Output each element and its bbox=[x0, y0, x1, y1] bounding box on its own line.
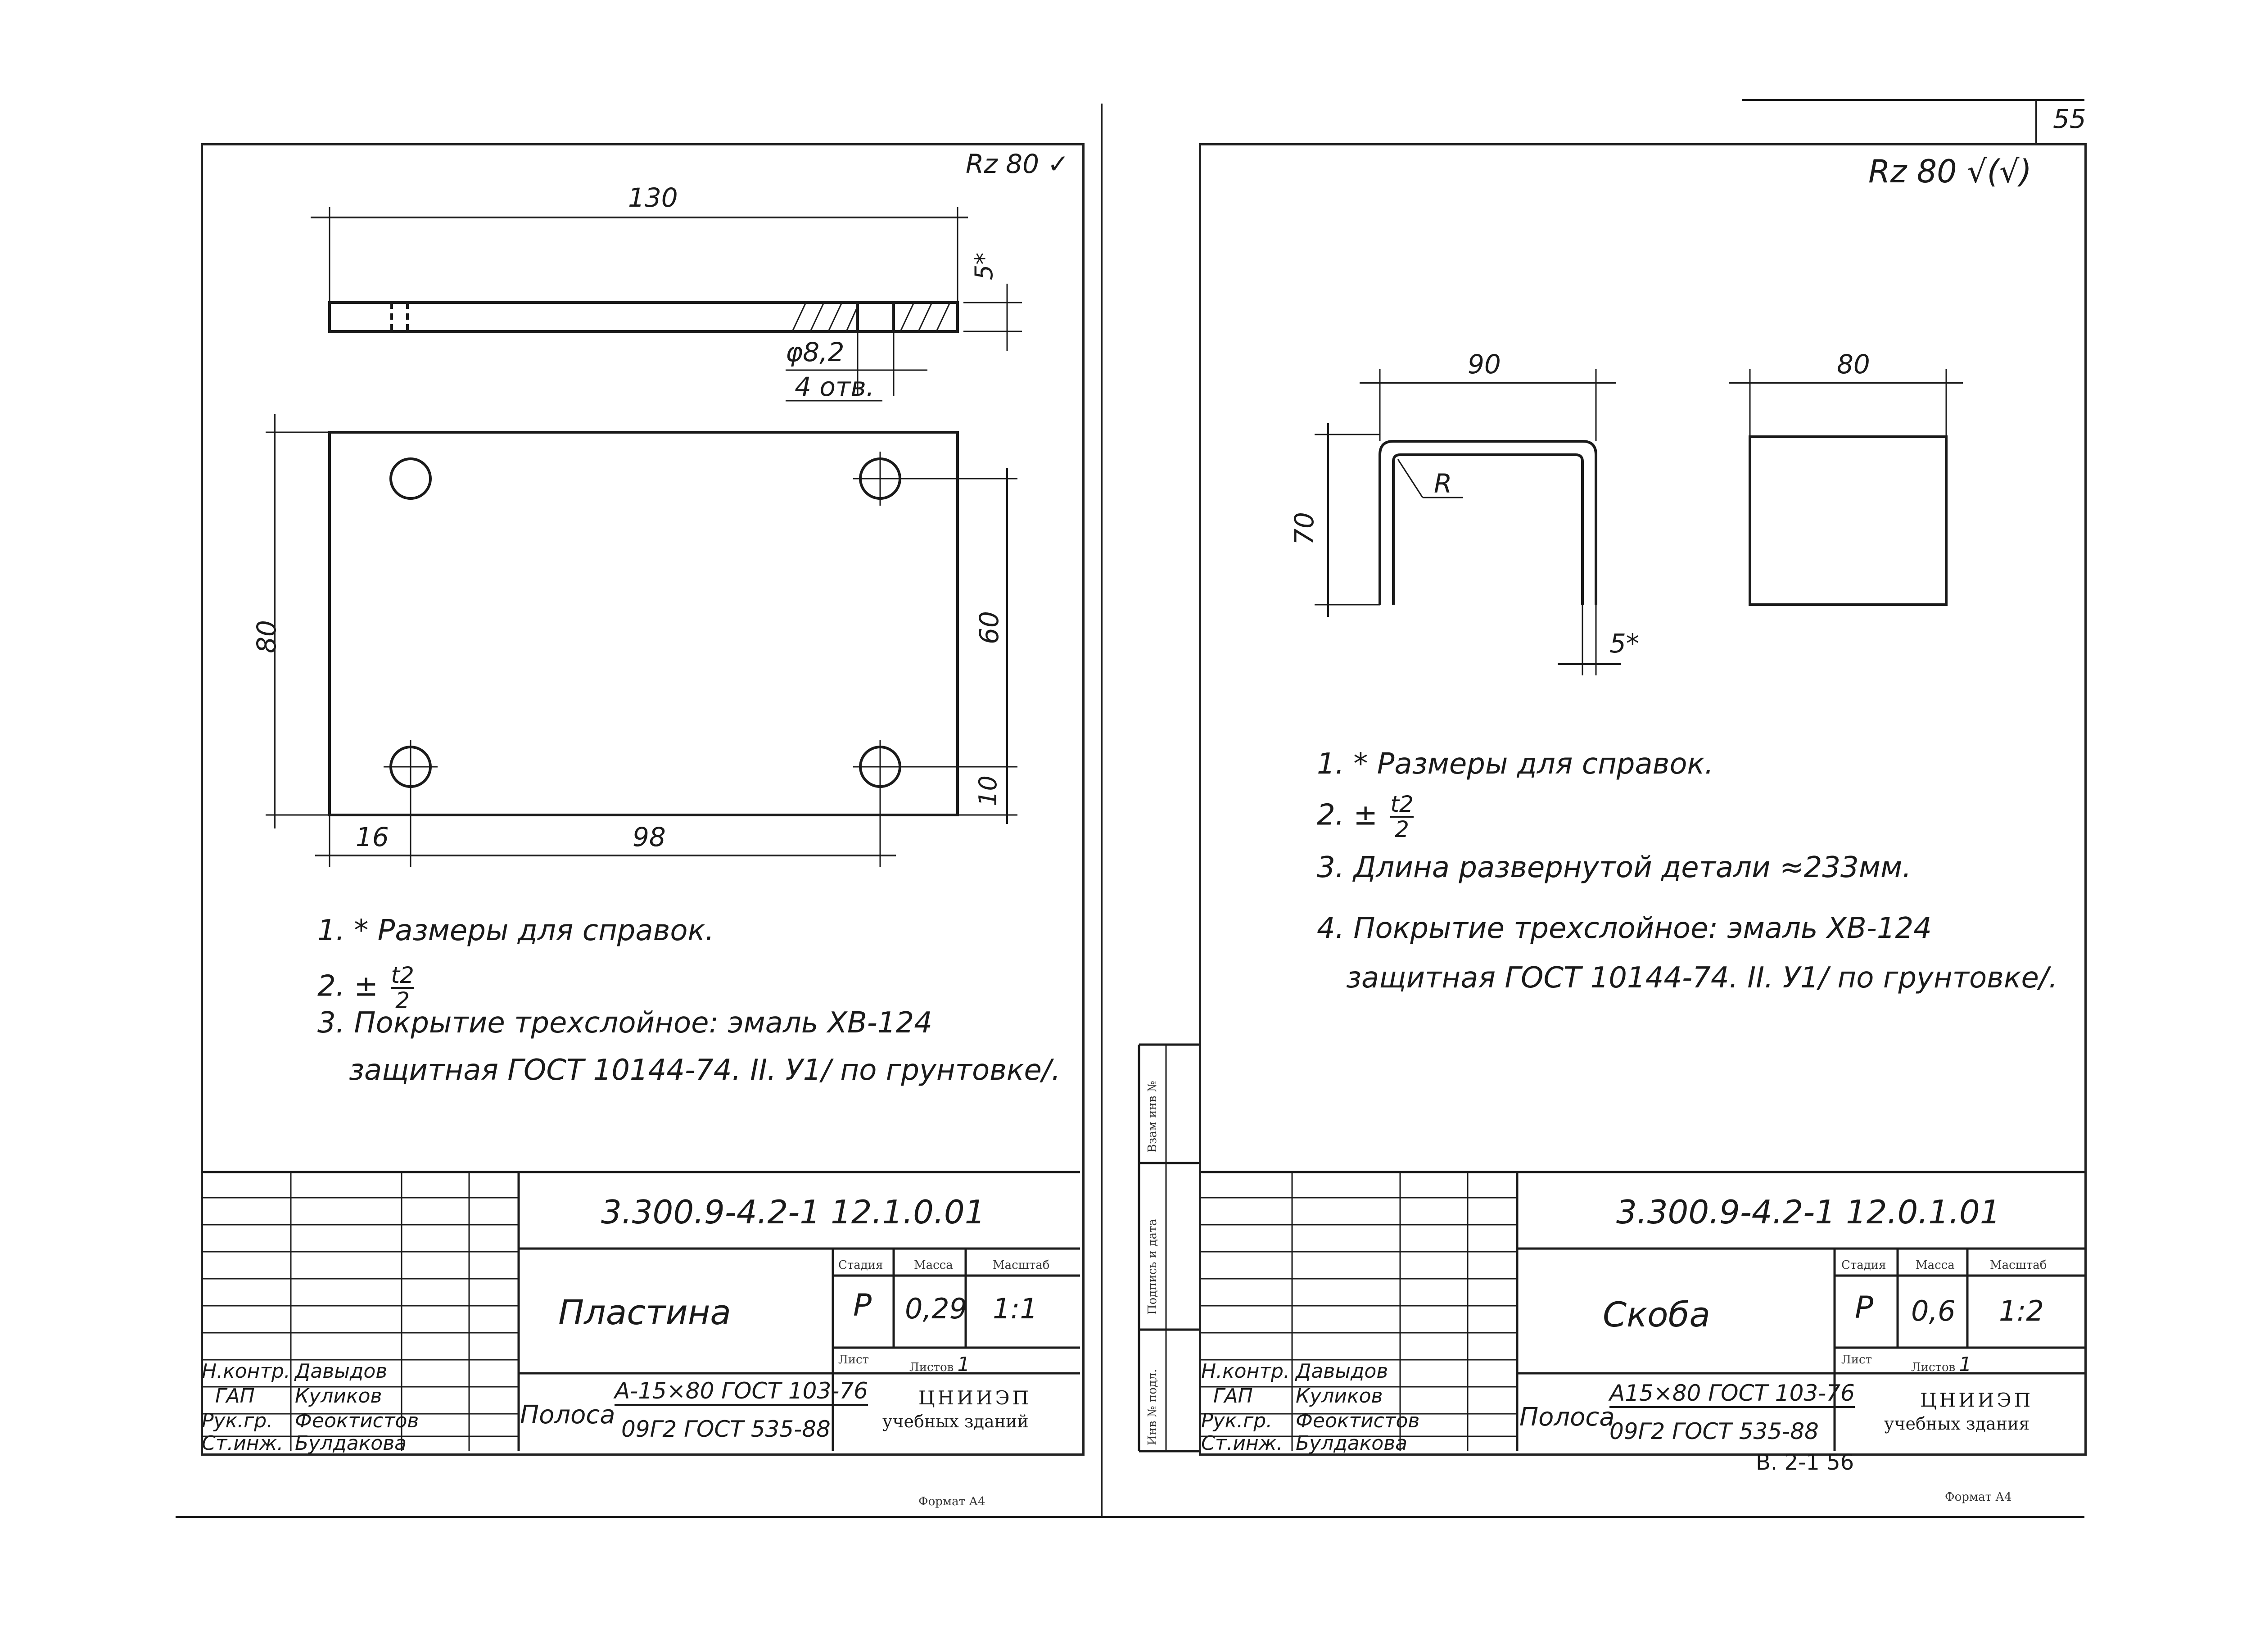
side-label-signature-date: Подпись и дата bbox=[1146, 1219, 1159, 1315]
left-stage-label: Стадия bbox=[838, 1258, 883, 1272]
right-note-3: 3. Длина развернутой детали ≈233мм. bbox=[1317, 851, 1912, 884]
left-title-block-lines bbox=[201, 1171, 1080, 1451]
left-dim-hole-dia: φ8,2 bbox=[786, 337, 845, 367]
right-note-1: 1. * Размеры для справок. bbox=[1317, 747, 1714, 781]
right-stage: Р bbox=[1855, 1290, 1874, 1326]
left-org-sub: учебных зданий bbox=[882, 1412, 1029, 1431]
left-doc-code: 3.300.9-4.2-1 12.1.0.01 bbox=[601, 1193, 985, 1231]
right-name-4: Булдакова bbox=[1296, 1432, 1408, 1455]
right-tol-num: t2 bbox=[1390, 791, 1414, 818]
right-bottom-ref: В. 2-1 56 bbox=[1756, 1450, 1854, 1475]
right-role-4: Ст.инж. bbox=[1201, 1432, 1283, 1455]
right-role-1: Н.контр. bbox=[1201, 1360, 1290, 1383]
right-sheets-count: 1 bbox=[1959, 1353, 1972, 1376]
right-sheets-label: Листов 1 bbox=[1911, 1353, 1972, 1376]
left-dim-edge-v: 10 bbox=[973, 775, 1002, 806]
left-stage: Р bbox=[853, 1288, 872, 1323]
left-dim-length: 130 bbox=[628, 182, 678, 213]
left-dim-hole-spacing-v: 60 bbox=[973, 611, 1004, 644]
left-name-3: Феоктистов bbox=[295, 1409, 419, 1432]
right-note-4: 4. Покрытие трехслойное: эмаль ХВ-124 bbox=[1317, 912, 1932, 945]
right-material-bottom: 09Г2 ГОСТ 535-88 bbox=[1609, 1418, 1819, 1444]
left-dim-hole-spacing-h: 98 bbox=[633, 822, 666, 852]
left-material-bottom: 09Г2 ГОСТ 535-88 bbox=[621, 1416, 831, 1442]
left-sheets-count: 1 bbox=[957, 1353, 970, 1376]
left-format: Формат А4 bbox=[918, 1495, 985, 1508]
left-role-3: Рук.гр. bbox=[202, 1409, 273, 1432]
left-dim-hole-count: 4 отв. bbox=[795, 371, 875, 402]
right-org-sub: учебных здания bbox=[1884, 1414, 2030, 1434]
right-title-block-lines bbox=[1138, 1043, 2084, 1453]
left-sheets-label: Листов 1 bbox=[909, 1353, 970, 1376]
right-name-3: Феоктистов bbox=[1296, 1409, 1420, 1432]
right-role-2: ГАП bbox=[1213, 1385, 1253, 1408]
side-label-orig-inv: Инв № подл. bbox=[1146, 1369, 1159, 1445]
right-sheet-label: Лист bbox=[1841, 1353, 1872, 1367]
left-scale: 1:1 bbox=[993, 1292, 1038, 1325]
right-doc-code: 3.300.9-4.2-1 12.0.1.01 bbox=[1616, 1193, 2001, 1231]
right-name-2: Куликов bbox=[1296, 1385, 1383, 1408]
left-name-4: Булдакова bbox=[295, 1432, 407, 1455]
right-scale: 1:2 bbox=[1999, 1294, 2044, 1327]
right-sheet-frame bbox=[1199, 143, 2087, 1456]
right-scale-label: Масштаб bbox=[1990, 1258, 2047, 1272]
left-org: ЦНИИЭП bbox=[918, 1387, 1032, 1409]
right-bracket-inner bbox=[1392, 453, 1584, 605]
left-role-2: ГАП bbox=[215, 1385, 255, 1408]
left-plate-side-view bbox=[328, 301, 959, 333]
right-dim-thickness: 5* bbox=[1609, 628, 1639, 659]
right-bracket-outer bbox=[1379, 440, 1597, 605]
left-dim-height: 80 bbox=[251, 620, 282, 653]
right-note-2-label: 2. ± bbox=[1317, 798, 1378, 832]
left-plate-plan-view bbox=[328, 431, 959, 816]
left-dim-edge-h: 16 bbox=[356, 822, 389, 852]
left-dim-thickness: 5* bbox=[970, 252, 999, 281]
page-number: 55 bbox=[2053, 104, 2086, 134]
left-sheet-label: Лист bbox=[838, 1353, 869, 1367]
left-sheet-frame bbox=[201, 143, 1085, 1456]
left-role-1: Н.контр. bbox=[202, 1360, 290, 1383]
right-dim-width: 90 bbox=[1468, 349, 1501, 380]
right-format: Формат А4 bbox=[1945, 1490, 2012, 1504]
left-note-2: 2. ± t2 2 bbox=[317, 964, 414, 1012]
left-mass: 0,29 bbox=[905, 1292, 967, 1325]
right-roughness: Rz 80 √(√) bbox=[1868, 153, 2032, 190]
side-label-replace-inv: Взам инв № bbox=[1146, 1081, 1159, 1153]
left-note-4: защитная ГОСТ 10144-74. II. У1/ по грунт… bbox=[349, 1054, 1061, 1087]
left-tol-den: 2 bbox=[395, 987, 410, 1014]
right-material-top: А15×80 ГОСТ 103-76 bbox=[1609, 1380, 1855, 1408]
right-dim-radius: R bbox=[1434, 468, 1452, 499]
left-note-3: 3. Покрытие трехслойное: эмаль ХВ-124 bbox=[317, 1006, 932, 1040]
right-org: ЦНИИЭП bbox=[1920, 1389, 2034, 1411]
right-note-5: защитная ГОСТ 10144-74. II. У1/ по грунт… bbox=[1346, 961, 2058, 995]
right-stage-label: Стадия bbox=[1841, 1258, 1886, 1272]
left-roughness: Rz 80 ✓ bbox=[966, 149, 1070, 179]
left-material-label: Полоса bbox=[520, 1400, 615, 1430]
right-mass: 0,6 bbox=[1911, 1294, 1956, 1327]
right-name-1: Давыдов bbox=[1296, 1360, 1388, 1383]
right-note-2: 2. ± t2 2 bbox=[1317, 792, 1414, 841]
left-material-top: А-15×80 ГОСТ 103-76 bbox=[615, 1378, 868, 1406]
left-name-1: Давыдов bbox=[295, 1360, 388, 1383]
left-part-name: Пластина bbox=[558, 1292, 732, 1332]
left-tol-num: t2 bbox=[391, 962, 414, 989]
right-mass-label: Масса bbox=[1916, 1258, 1955, 1272]
left-note-2-label: 2. ± bbox=[317, 969, 379, 1003]
right-role-3: Рук.гр. bbox=[1201, 1409, 1273, 1432]
right-tol-den: 2 bbox=[1395, 816, 1409, 842]
left-role-4: Ст.инж. bbox=[202, 1432, 284, 1455]
right-dim-height: 70 bbox=[1288, 512, 1320, 545]
left-name-2: Куликов bbox=[295, 1385, 382, 1408]
right-dim-depth: 80 bbox=[1837, 349, 1870, 380]
right-part-name: Скоба bbox=[1603, 1294, 1710, 1335]
right-material-label: Полоса bbox=[1519, 1403, 1615, 1432]
left-note-1: 1. * Размеры для справок. bbox=[317, 914, 714, 947]
left-scale-label: Масштаб bbox=[993, 1258, 1050, 1272]
left-mass-label: Масса bbox=[914, 1258, 953, 1272]
right-bracket-side-view bbox=[1749, 435, 1948, 606]
